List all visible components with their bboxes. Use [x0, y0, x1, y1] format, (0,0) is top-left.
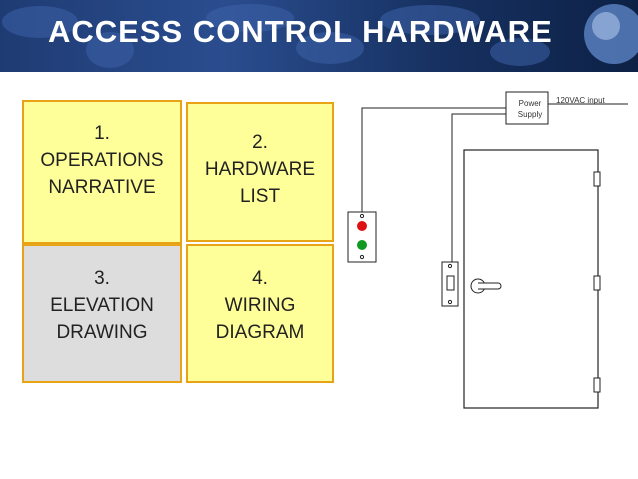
tile-label-line1: ELEVATION — [50, 295, 154, 316]
tile-label-line1: WIRING — [224, 295, 296, 316]
strike-keeper — [446, 275, 455, 291]
hinge-icon — [593, 171, 601, 187]
screw-icon — [359, 254, 365, 260]
hinge-icon — [593, 377, 601, 393]
tile-label-line2: NARRATIVE — [48, 176, 156, 198]
tile-label-line2: DIAGRAM — [215, 322, 305, 343]
hinge-icon — [593, 275, 601, 291]
red-indicator-icon — [357, 221, 367, 231]
power-supply-label: Power Supply — [517, 99, 543, 119]
green-indicator-icon — [357, 240, 367, 250]
tile-number: 4. — [252, 268, 268, 289]
tile-operations-narrative[interactable]: 1. OPERATIONS NARRATIVE — [22, 100, 182, 244]
ac-input-label: 120VAC input — [556, 96, 605, 105]
tile-label-line1: HARDWARE — [204, 158, 316, 180]
wire-to-keypad — [361, 107, 506, 212]
screw-icon — [359, 213, 365, 219]
tile-label-line2: LIST — [239, 185, 281, 207]
tile-elevation-drawing[interactable]: 3. ELEVATION DRAWING — [22, 244, 182, 383]
wires — [361, 103, 628, 262]
tile-hardware-list[interactable]: 2. HARDWARE LIST — [186, 102, 334, 242]
door-frame — [463, 149, 599, 409]
tile-label-line2: DRAWING — [56, 322, 148, 343]
tile-number: 1. — [94, 122, 110, 144]
reader-station — [347, 211, 377, 263]
lever-icon — [478, 282, 502, 290]
wire-to-strike — [451, 113, 506, 262]
screw-icon — [447, 263, 453, 269]
tile-label-line1: OPERATIONS — [40, 149, 164, 171]
world-map-icon — [2, 4, 638, 68]
tile-wiring-diagram[interactable]: 4. WIRING DIAGRAM — [186, 244, 334, 383]
tile-number: 3. — [94, 268, 110, 289]
tile-number: 2. — [252, 131, 268, 153]
power-supply-box — [505, 91, 549, 125]
title-banner: ACCESS CONTROL HARDWARE — [0, 0, 638, 72]
screw-icon — [447, 299, 453, 305]
page-title: ACCESS CONTROL HARDWARE — [48, 14, 553, 49]
